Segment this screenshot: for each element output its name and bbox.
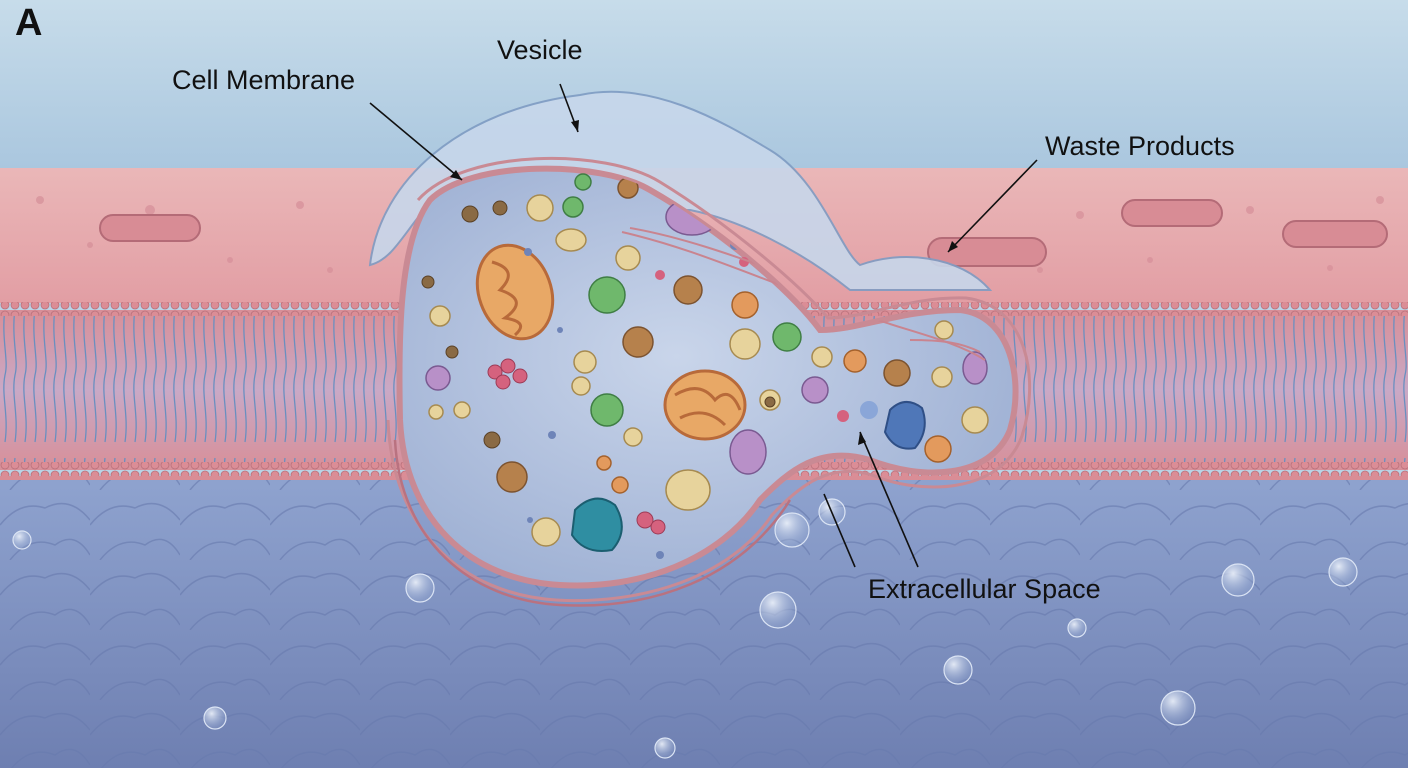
mitochondrion-center [663,369,747,441]
label-extracellular-space: Extracellular Space [868,574,1101,604]
leader-extracellular-a [859,431,919,568]
leader-extracellular-b [823,493,856,568]
orange-granules [596,291,952,494]
pink-clusters [487,358,666,535]
arrowheads [450,120,958,445]
mitochondrion-left [475,243,555,341]
vesicle-contents [421,173,989,559]
green-granules [562,173,802,427]
leader-lines [369,83,1038,568]
panel-letter: A [15,2,42,44]
tan-granules [428,194,989,547]
label-vesicle: Vesicle [497,35,583,65]
spiky-particles [496,177,911,493]
brown-granules [421,200,776,449]
leader-waste-products [947,159,1038,253]
tissue-dots [36,196,1384,273]
bubbles [12,498,1358,759]
leader-cell-membrane [369,102,463,181]
blue-granule [570,401,926,552]
label-cell-membrane: Cell Membrane [172,65,355,95]
label-waste-products: Waste Products [1045,131,1235,161]
vesicle-cap [368,90,993,291]
purple-vesicles [425,198,988,475]
tissue-capsules [99,199,1388,267]
